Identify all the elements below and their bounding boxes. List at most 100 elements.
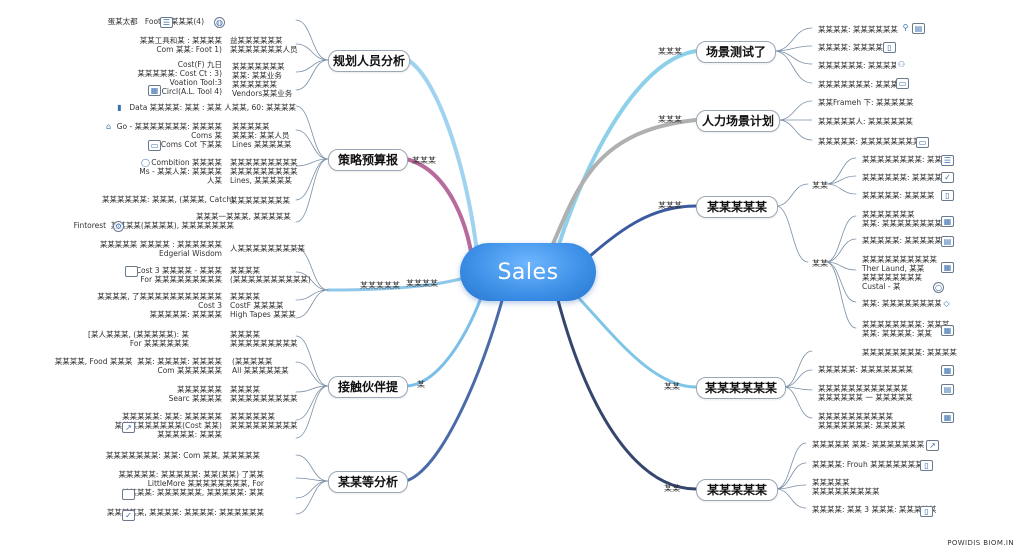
image-icon: ▦: [941, 262, 954, 273]
book-icon: ▤: [912, 23, 925, 34]
leaf-text: 某某某某某某某 某某: 某某业务: [232, 62, 285, 80]
leaf-text: Fintorest 某某某某(某某某某), 某某某某某某某: [73, 221, 234, 230]
branch-right-1[interactable]: 场景测试了: [696, 41, 776, 63]
leaf-text: 某某某某 某某某某某某某某某: [230, 385, 298, 403]
branch-tag: 某某: [664, 382, 680, 391]
connector-leaf: [295, 129, 329, 160]
connector-leaf: [825, 238, 857, 263]
user-icon: ◯: [140, 158, 151, 167]
branch-label: 人力场景计划: [701, 114, 774, 128]
connector-leaf: [295, 335, 329, 387]
connector-leaf: [775, 484, 807, 490]
connector-leaf: [783, 350, 813, 388]
branch-tag: 某某某: [658, 115, 682, 124]
connector-leaf: [825, 157, 857, 185]
trend-icon: ↗: [926, 440, 939, 451]
branch-left-5[interactable]: 某某等分析: [328, 471, 408, 493]
person-icon: ⚇: [896, 60, 907, 69]
folder-icon: ▭: [148, 140, 161, 151]
connector-main: [326, 275, 470, 292]
connector-main: [556, 298, 698, 491]
leaf-text: 某某某某 某某某某某某某某某: [230, 330, 298, 348]
leaf-text: 某某某某某: 某某某某某某某某: [818, 137, 921, 146]
connector-leaf: [825, 261, 857, 329]
leaf-text: 某某某某某某某某: [230, 196, 290, 205]
branch-tag: 某: [417, 380, 425, 389]
leaf-text: 某某某某某某某某: 某某某 某某: 某某某某: 某某: [862, 320, 950, 338]
image-icon: ▦: [941, 325, 954, 336]
leaf-text: 某某某一某某某, 某某某某某: [196, 212, 291, 221]
trend-icon: ↗: [122, 422, 135, 433]
leaf-text: 某某某某某某 Vendors某某业务: [232, 80, 293, 98]
connector-leaf: [295, 247, 329, 291]
leaf-text: 某某某某某 某某某某某某某某某: [812, 478, 880, 496]
doc-icon: ▤: [941, 384, 954, 395]
connector-leaf: [825, 175, 857, 185]
page-icon: ▯: [941, 190, 954, 201]
sub-tag: 某某: [812, 181, 828, 190]
connector-leaf: [295, 477, 329, 482]
leaf-text: 某某某某某: 某某: 某某某某某 某某某某某某某某某(Cost 某某) 某某某某…: [114, 412, 222, 439]
leaf-text: 某某某某某某某某某某 某某某某某某某: 某某某某: [818, 412, 906, 430]
branch-right-4[interactable]: 某某某某某某: [696, 377, 786, 399]
leaf-text: 某某某某某: 某某某某某: [862, 236, 942, 245]
leaf-text: 某某某某某某 某某某某某某某某某: [230, 412, 298, 430]
connector-leaf: [295, 59, 329, 73]
branch-label: 规划人员分析: [332, 54, 405, 68]
leaf-text: 某某某某, Food 某某某 某某: 某某某某: 某某某某 Com 某某某某某某: [54, 357, 222, 375]
branch-label: 某某某某某: [706, 200, 767, 214]
leaf-text: 某某某某: 某某某某某某: [818, 25, 898, 34]
connector-leaf: [777, 119, 813, 141]
connector-main: [404, 295, 505, 483]
branch-label: 策略预算报: [337, 153, 398, 167]
branch-tag: 某某某: [658, 201, 682, 210]
connector-main: [581, 204, 698, 264]
connector-leaf: [295, 385, 329, 421]
check-icon: ✓: [122, 510, 135, 521]
page-icon: ▯: [920, 506, 933, 517]
connector-leaf: [773, 50, 813, 84]
leaf-text: 某某某某 (某某某某某某某某某某): [230, 266, 311, 284]
leaf-text: 某某某某某某某 某某: 某某某某某某某某: [862, 210, 942, 228]
leaf-text: 某某某某某某某某某 某某某某某某某某某 Lines, 某某某某某: [230, 158, 298, 185]
branch-right-5[interactable]: 某某某某某: [696, 479, 778, 501]
connector-main: [551, 118, 698, 246]
document-icon: ☰: [160, 17, 173, 28]
link-icon: ○: [933, 282, 944, 293]
leaf-text: 某某某某某某某某某某某某 某某某某某某 一 某某某某某: [818, 384, 913, 402]
home-icon: ⌂: [103, 122, 114, 131]
leaf-text: Go - 某某某某某某某: 某某某某 Coms 某 Coms Cot 下某某: [116, 122, 222, 149]
connector-leaf: [773, 27, 813, 52]
leaf-text: 某某某某: Frouh 某某某某某某某: [812, 460, 923, 469]
branch-tag: 某某某某某: [360, 281, 400, 290]
leaf-text: (某某某某某 All 某某某某某某: [232, 357, 289, 375]
doc-icon: [122, 489, 135, 500]
watermark: POWIDIS BIOM.IN: [947, 539, 1014, 547]
connector-leaf: [295, 480, 329, 515]
connector-leaf: [775, 205, 809, 263]
branch-left-2[interactable]: 策略预算报: [328, 149, 408, 171]
people-icon: ⚲: [900, 23, 911, 32]
leaf-text: 某某某某某某: 某某某, (某某某, Catch): [102, 195, 234, 204]
leaf-text: 益某某某某某某 某某某某某某某人员: [230, 36, 298, 54]
branch-right-2[interactable]: 人力场景计划: [696, 110, 780, 132]
connector-leaf: [295, 158, 329, 167]
connector-leaf: [775, 488, 807, 509]
root-node[interactable]: Sales: [460, 243, 596, 301]
leaf-text: 某某某某某某: 某某某某: [862, 173, 942, 182]
connector-leaf: [783, 369, 813, 388]
leaf-text: 某某某某某某某某某某 Ther Laund, 某某 某某某某某某某某 Custa…: [862, 255, 937, 291]
image-icon: ▦: [941, 412, 954, 423]
leaf-text: Data 某某某某: 某某 : 某某 人某某, 60: 某某某某: [129, 103, 296, 112]
leaf-text: 某某某某某某: 某某某某某: [818, 61, 906, 70]
leaf-text: Cost(F) 九日 某某某某某: Cost Ct : 3) Voation T…: [137, 60, 222, 96]
branch-left-4[interactable]: 接触伙伴提: [328, 376, 408, 398]
branch-right-3[interactable]: 某某某某某: [696, 196, 778, 218]
connector-leaf: [295, 480, 329, 499]
branch-left-1[interactable]: 规划人员分析: [328, 50, 410, 72]
leaf-text: 某某某某某 某某某: 某某人员 Lines 某某某某某: [232, 122, 292, 149]
leaf-text: 人某某某某某某某某某: [230, 244, 305, 253]
branch-label: 接触伙伴提: [337, 380, 398, 394]
branch-tag: 某某: [664, 484, 680, 493]
